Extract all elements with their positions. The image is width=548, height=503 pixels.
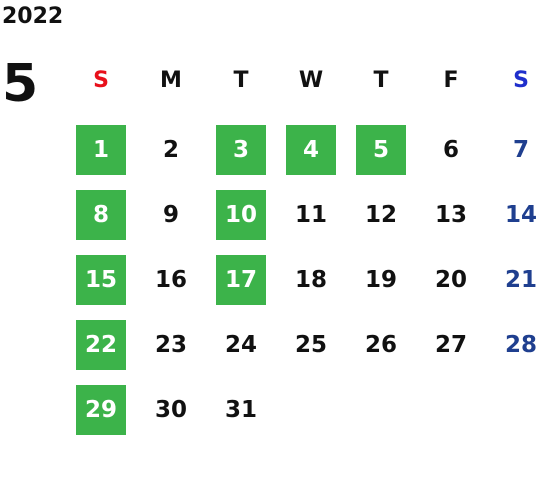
calendar-day[interactable]: 12 — [364, 202, 397, 228]
calendar-day[interactable]: 6 — [442, 137, 459, 163]
calendar-day-highlighted[interactable]: 3 — [216, 125, 266, 175]
calendar-day[interactable]: 9 — [162, 202, 179, 228]
calendar-day[interactable]: 13 — [434, 202, 467, 228]
calendar-day[interactable]: 27 — [434, 332, 467, 358]
calendar-day[interactable]: 7 — [512, 137, 529, 163]
calendar-day[interactable]: 24 — [224, 332, 257, 358]
calendar-day[interactable]: 14 — [504, 202, 537, 228]
calendar-day-highlighted[interactable]: 10 — [216, 190, 266, 240]
calendar-day[interactable]: 2 — [162, 137, 179, 163]
weekday-header: F — [443, 67, 459, 93]
calendar-day-highlighted[interactable]: 8 — [76, 190, 126, 240]
calendar-day-highlighted[interactable]: 15 — [76, 255, 126, 305]
calendar-day[interactable]: 30 — [154, 397, 187, 423]
calendar-day[interactable]: 31 — [224, 397, 257, 423]
weekday-header: T — [233, 67, 249, 93]
calendar-day[interactable]: 18 — [294, 267, 327, 293]
calendar-day[interactable]: 16 — [154, 267, 187, 293]
calendar-day[interactable]: 21 — [504, 267, 537, 293]
calendar-day-highlighted[interactable]: 5 — [356, 125, 406, 175]
month-number: 5 — [2, 54, 39, 114]
weekday-header: M — [160, 67, 182, 93]
calendar-day[interactable]: 20 — [434, 267, 467, 293]
calendar-day-highlighted[interactable]: 22 — [76, 320, 126, 370]
calendar-day-highlighted[interactable]: 17 — [216, 255, 266, 305]
weekday-header: S — [93, 67, 109, 93]
calendar-day[interactable]: 19 — [364, 267, 397, 293]
calendar-day[interactable]: 26 — [364, 332, 397, 358]
calendar-day-highlighted[interactable]: 4 — [286, 125, 336, 175]
weekday-header: W — [298, 67, 324, 93]
year-label: 2022 — [2, 4, 64, 29]
weekday-header: T — [373, 67, 389, 93]
calendar-day[interactable]: 25 — [294, 332, 327, 358]
calendar-day[interactable]: 23 — [154, 332, 187, 358]
weekday-header: S — [513, 67, 529, 93]
calendar-day[interactable]: 11 — [294, 202, 327, 228]
calendar-day-highlighted[interactable]: 29 — [76, 385, 126, 435]
calendar-day[interactable]: 28 — [504, 332, 537, 358]
calendar-day-highlighted[interactable]: 1 — [76, 125, 126, 175]
